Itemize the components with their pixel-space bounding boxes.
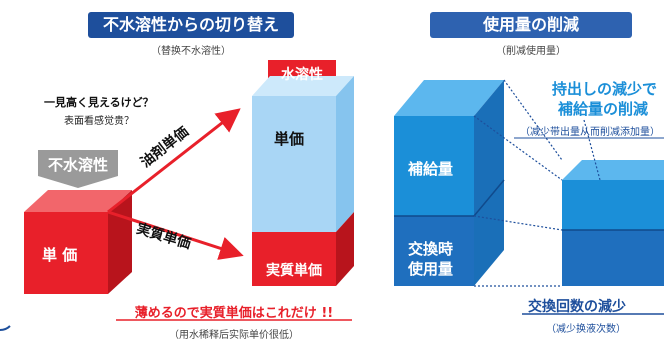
usage-box-before <box>394 80 505 286</box>
supply-label: 補給量 <box>408 160 454 178</box>
old-label-shape <box>38 150 118 188</box>
real-price-block <box>252 212 354 286</box>
usage-box-after <box>562 160 664 286</box>
guide-lines <box>473 79 601 287</box>
new-label: 水溶性 <box>281 67 323 83</box>
callout-line2: 補給量の削減 <box>558 100 649 118</box>
callout-line1: 持出しの減少で <box>552 80 658 98</box>
left-subtitle: （替换不水溶性） <box>151 46 231 57</box>
right-subtitle: （削减使用量） <box>496 46 566 57</box>
conclusion-cn: （用水稀释后实际单价很低） <box>169 330 299 341</box>
new-price: 単価 <box>274 130 305 148</box>
conclusion: 薄めるので実質単価はこれだけ !! <box>134 306 334 321</box>
old-price-cube <box>24 190 132 294</box>
note-cn: 表面看感觉贵？ <box>64 116 134 127</box>
real-price: 実質単価 <box>266 263 322 279</box>
exchange-label-2: 使用量 <box>408 260 454 278</box>
arrow-lower <box>107 210 244 260</box>
new-price-box <box>252 76 354 232</box>
arrow-upper <box>107 108 241 214</box>
left-title: 不水溶性からの切り替え <box>88 12 294 38</box>
callout-cn: （减少带出量从而削减添加量） <box>520 127 660 138</box>
bottom-label: 交換回数の減少 <box>528 299 626 315</box>
old-price: 単 価 <box>42 246 78 264</box>
old-label: 不水溶性 <box>47 156 108 174</box>
bottom-cn: （减少换液次数） <box>546 324 626 335</box>
right-title: 使用量の削減 <box>430 12 632 38</box>
exchange-label-1: 交換時 <box>408 240 454 258</box>
note-jp: 一見高く見えるけど？ <box>44 96 154 109</box>
